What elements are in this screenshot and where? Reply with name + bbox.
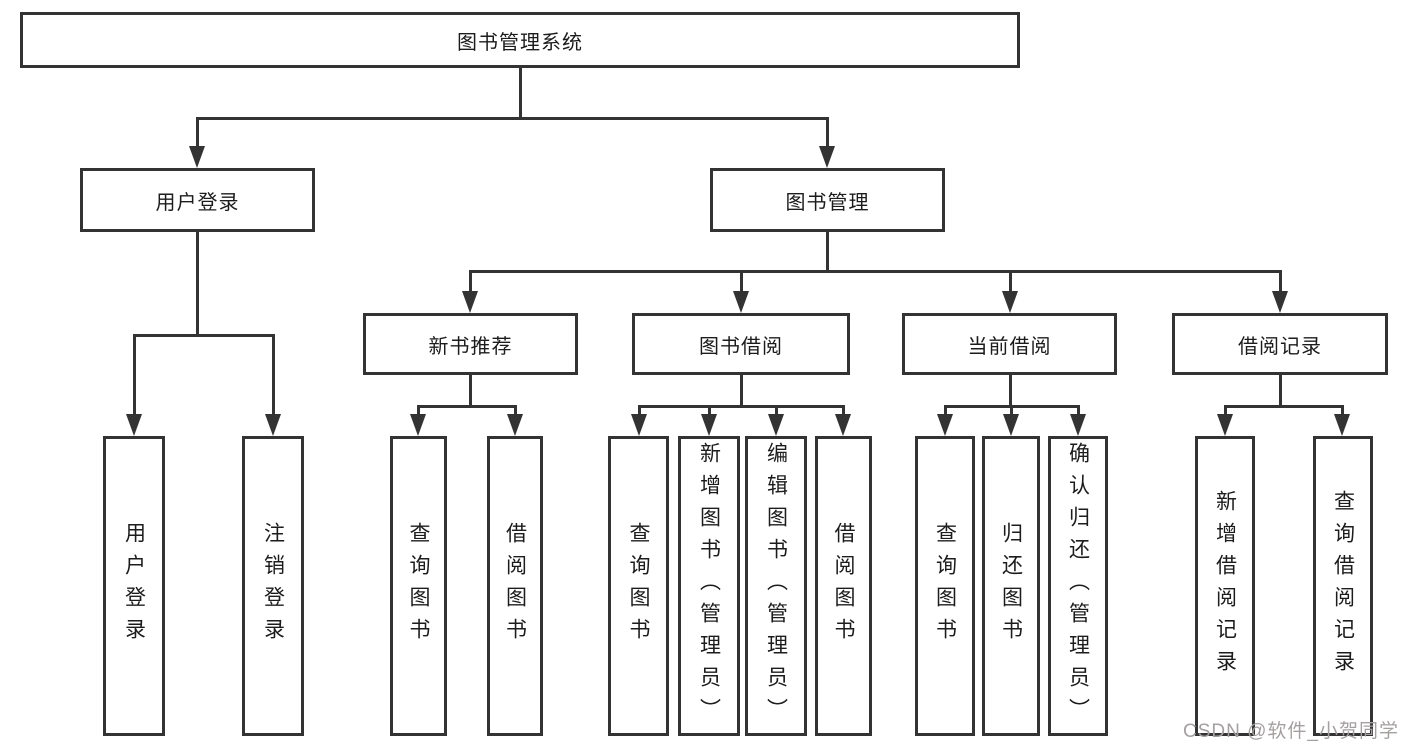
arrowhead-down-icon — [701, 414, 717, 436]
connector-vline — [519, 68, 522, 118]
connector-vline — [1077, 405, 1080, 417]
arrowhead-down-icon — [1002, 291, 1018, 313]
arrowhead-down-icon — [462, 291, 478, 313]
leaf-confirm-return-admin-label: 确认归还（管理员） — [1066, 442, 1090, 730]
leaf-borrow-books-recommend-label: 借阅图书 — [503, 522, 527, 650]
connector-vline — [638, 405, 641, 417]
watermark: CSDN @软件_小贺同学 — [1183, 721, 1399, 742]
connector-vline — [944, 405, 947, 417]
node-current-borrowing: 当前借阅 — [902, 313, 1117, 375]
leaf-add-books-admin-label: 新增图书（管理员） — [697, 442, 721, 730]
node-book-borrowing-label: 图书借阅 — [699, 335, 783, 358]
leaf-user-login: 用户登录 — [103, 436, 165, 736]
connector-hline — [417, 405, 517, 408]
leaf-query-borrow-record-label: 查询借阅记录 — [1331, 490, 1355, 682]
arrowhead-down-icon — [937, 414, 953, 436]
node-user-login-label: 用户登录 — [155, 191, 240, 214]
node-current-borrowing-label: 当前借阅 — [967, 335, 1052, 358]
arrowhead-down-icon — [1070, 414, 1086, 436]
arrowhead-down-icon — [733, 291, 749, 313]
node-book-management: 图书管理 — [710, 168, 945, 232]
leaf-borrow-books: 借阅图书 — [815, 436, 872, 736]
arrowhead-down-icon — [1334, 414, 1350, 436]
connector-hline — [196, 117, 829, 120]
connector-vline — [417, 405, 420, 417]
connector-vline — [1009, 270, 1012, 293]
leaf-return-books-label: 归还图书 — [999, 522, 1023, 650]
leaf-logout-label: 注销登录 — [261, 522, 285, 650]
node-borrowing-records: 借阅记录 — [1172, 313, 1388, 375]
leaf-logout: 注销登录 — [242, 436, 304, 736]
connector-vline — [469, 270, 472, 293]
connector-vline — [196, 232, 199, 336]
node-book-borrowing: 图书借阅 — [632, 313, 850, 375]
leaf-borrow-books-recommend: 借阅图书 — [487, 436, 543, 736]
leaf-query-books-borrowing: 查询图书 — [608, 436, 669, 736]
leaf-borrow-books-label: 借阅图书 — [832, 522, 855, 650]
connector-vline — [740, 375, 743, 407]
leaf-query-books-current-label: 查询图书 — [933, 522, 957, 650]
connector-hline — [469, 270, 1282, 273]
connector-vline — [826, 117, 829, 148]
arrowhead-down-icon — [507, 414, 523, 436]
connector-vline — [133, 334, 136, 416]
arrowhead-down-icon — [819, 146, 835, 168]
arrowhead-down-icon — [410, 414, 426, 436]
connector-vline — [196, 117, 199, 148]
connector-vline — [1224, 405, 1227, 417]
node-new-book-recommend-label: 新书推荐 — [428, 335, 513, 358]
connector-hline — [133, 334, 275, 337]
arrowhead-down-icon — [1217, 414, 1233, 436]
connector-vline — [1279, 375, 1282, 407]
node-user-login: 用户登录 — [80, 168, 315, 232]
arrowhead-down-icon — [1003, 414, 1019, 436]
leaf-add-borrow-record-label: 新增借阅记录 — [1213, 490, 1237, 682]
leaf-edit-books-admin: 编辑图书（管理员） — [745, 436, 807, 736]
leaf-return-books: 归还图书 — [982, 436, 1040, 736]
node-borrowing-records-label: 借阅记录 — [1238, 335, 1322, 358]
leaf-query-books-recommend: 查询图书 — [390, 436, 447, 736]
leaf-query-books-borrowing-label: 查询图书 — [627, 522, 650, 650]
leaf-confirm-return-admin: 确认归还（管理员） — [1048, 436, 1108, 736]
node-root-label: 图书管理系统 — [457, 31, 583, 54]
arrowhead-down-icon — [126, 414, 142, 436]
leaf-add-borrow-record: 新增借阅记录 — [1195, 436, 1255, 736]
leaf-query-books-recommend-label: 查询图书 — [407, 522, 430, 650]
connector-hline — [638, 405, 844, 408]
connector-vline — [708, 405, 711, 417]
leaf-query-borrow-record: 查询借阅记录 — [1313, 436, 1373, 736]
leaf-user-login-label: 用户登录 — [122, 522, 146, 650]
connector-hline — [1224, 405, 1343, 408]
arrowhead-down-icon — [631, 414, 647, 436]
arrowhead-down-icon — [265, 414, 281, 436]
connector-vline — [775, 405, 778, 417]
arrowhead-down-icon — [835, 414, 851, 436]
connector-vline — [1009, 375, 1012, 407]
arrowhead-down-icon — [1272, 291, 1288, 313]
connector-vline — [740, 270, 743, 293]
leaf-add-books-admin: 新增图书（管理员） — [678, 436, 740, 736]
node-root: 图书管理系统 — [20, 12, 1020, 68]
node-new-book-recommend: 新书推荐 — [363, 313, 578, 375]
connector-vline — [1341, 405, 1344, 417]
connector-vline — [842, 405, 845, 417]
arrowhead-down-icon — [768, 414, 784, 436]
leaf-edit-books-admin-label: 编辑图书（管理员） — [764, 442, 788, 730]
connector-vline — [1010, 405, 1013, 417]
connector-vline — [826, 232, 829, 272]
connector-vline — [514, 405, 517, 417]
connector-vline — [272, 334, 275, 416]
leaf-query-books-current: 查询图书 — [915, 436, 975, 736]
connector-vline — [469, 375, 472, 407]
node-book-management-label: 图书管理 — [785, 191, 870, 214]
arrowhead-down-icon — [189, 146, 205, 168]
connector-vline — [1279, 270, 1282, 293]
